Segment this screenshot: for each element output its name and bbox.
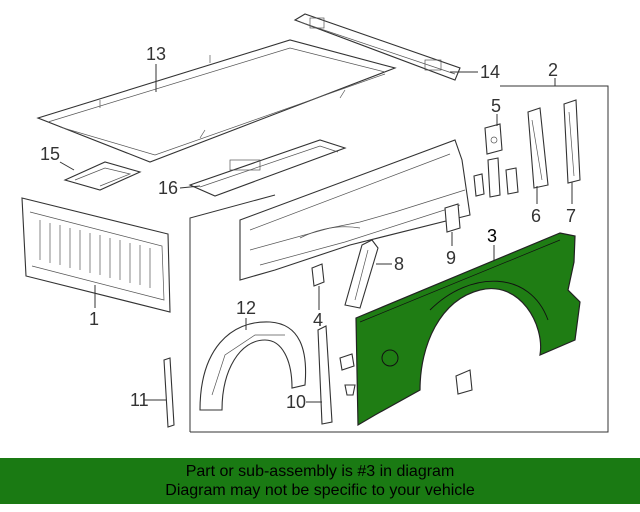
crossmember-16-part	[188, 139, 347, 197]
callout-15: 15	[40, 144, 60, 164]
bracket-15-part	[63, 161, 142, 191]
info-banner: Part or sub-assembly is #3 in diagram Di…	[0, 458, 640, 504]
cross-rail-part	[293, 13, 461, 81]
callout-11: 11	[130, 390, 149, 410]
hardware-pieces	[339, 353, 473, 396]
callout-6: 6	[531, 206, 541, 226]
callout-7: 7	[566, 206, 576, 226]
callout-12: 12	[236, 298, 256, 318]
pillar-6-part	[527, 107, 549, 189]
outer-bed-side-part	[355, 232, 581, 427]
callout-13: 13	[146, 44, 166, 64]
callout-5: 5	[491, 96, 501, 116]
callout-16: 16	[158, 178, 178, 198]
callout-8: 8	[394, 254, 404, 274]
tailgate-part	[21, 197, 171, 313]
inner-panel-part	[239, 139, 471, 281]
bracket-4-part	[311, 263, 325, 287]
brackets-cluster	[473, 157, 519, 198]
assembly-box	[189, 78, 609, 433]
banner-line-1: Part or sub-assembly is #3 in diagram	[185, 463, 455, 480]
bed-floor-part	[36, 39, 397, 163]
callout-2: 2	[548, 60, 558, 80]
brace-10-part	[317, 325, 333, 425]
callout-9: 9	[446, 248, 456, 268]
callout-10: 10	[286, 392, 306, 412]
stake-7-part	[563, 99, 581, 184]
callout-14: 14	[480, 62, 500, 82]
wheelhouse-12-part	[199, 321, 307, 411]
bracket-9-part	[444, 203, 461, 233]
highlight-panel	[355, 232, 581, 427]
callout-4: 4	[313, 310, 323, 330]
banner-line-2: Diagram may not be specific to your vehi…	[165, 482, 475, 499]
leader-lines	[59, 64, 573, 403]
brace-8-part	[344, 239, 379, 309]
parts-diagram: 13 14 2 15 16 5 6 7 9 3 8 1 12 4 11 10	[21, 13, 609, 433]
callout-3: 3	[487, 226, 497, 246]
callout-1: 1	[89, 309, 99, 329]
bracket-5-part	[484, 123, 503, 155]
strip-11-part	[163, 357, 175, 428]
